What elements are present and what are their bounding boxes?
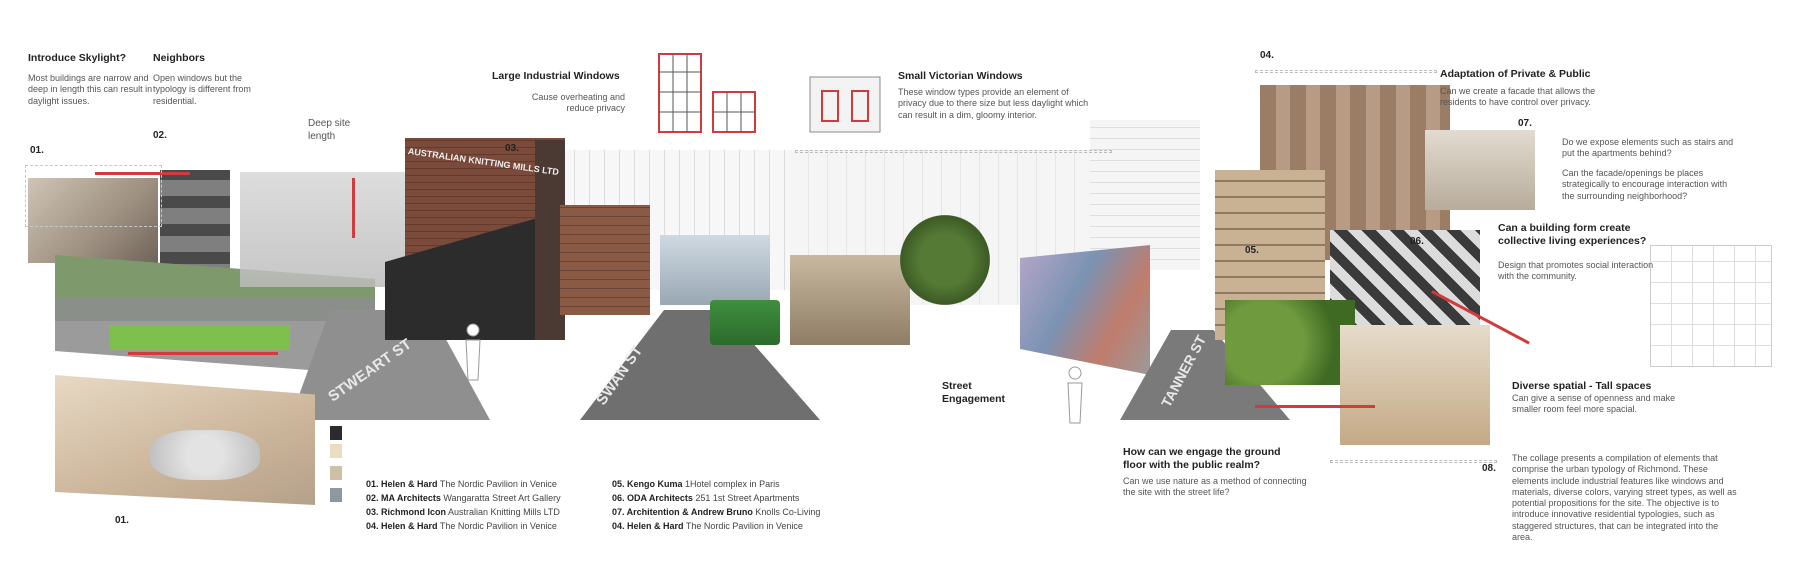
- brick-block: [560, 205, 650, 315]
- credit-item: 01. Helen & Hard The Nordic Pavilion in …: [366, 479, 557, 489]
- pedestrian-silhouette-1: [465, 323, 481, 381]
- summary-body: The collage presents a compilation of el…: [1512, 453, 1737, 542]
- number-02: 02.: [153, 130, 167, 141]
- victorian-heading: Small Victorian Windows: [898, 70, 1023, 82]
- guide-frame-1: [25, 165, 162, 227]
- credit-item: 06. ODA Architects 251 1st Street Apartm…: [612, 492, 800, 503]
- garden-greenery: [1225, 300, 1355, 385]
- guide-frame-3: [1255, 70, 1437, 73]
- tall-space-interior: [1340, 325, 1490, 445]
- diverse-heading: Diverse spatial - Tall spaces: [1512, 380, 1652, 392]
- color-swatch-2: [330, 444, 342, 458]
- tram: [710, 300, 780, 345]
- pedestrian-silhouette-2: [1067, 366, 1083, 424]
- collective-body: Design that promotes social interaction …: [1498, 260, 1654, 282]
- adaptation-heading: Adaptation of Private & Public: [1440, 68, 1591, 80]
- expose-body-2: Can the facade/openings be places strate…: [1562, 168, 1728, 201]
- skylight-body: Most buildings are narrow and deep in le…: [28, 73, 153, 106]
- diverse-body: Can give a sense of openness and make sm…: [1512, 393, 1676, 415]
- credits-left: 01. Helen & Hard The Nordic Pavilion in …: [366, 478, 561, 534]
- adaptation-body: Can we create a facade that allows the r…: [1440, 86, 1596, 108]
- deep-site-heading: Deep site length: [308, 118, 351, 142]
- red-outline-3: [352, 178, 355, 238]
- color-swatch-4: [330, 488, 342, 502]
- city-skyline: [660, 235, 770, 305]
- expose-body-1: Do we expose elements such as stairs and…: [1562, 137, 1734, 159]
- guide-frame-4: [1330, 460, 1497, 463]
- street-tree: [900, 215, 990, 305]
- credit-item: 04. Helen & Hard The Nordic Pavilion in …: [366, 520, 557, 531]
- number-01: 01.: [30, 145, 44, 156]
- ground-floor-heading: How can we engage the ground floor with …: [1123, 446, 1281, 472]
- floorplan-sketch: [1650, 245, 1772, 367]
- victorian-window-diagram: [809, 76, 881, 133]
- red-outline-5: [1255, 405, 1375, 408]
- number-03: 03.: [505, 143, 519, 154]
- industrial-window-diagram: [658, 53, 756, 133]
- number-04: 04.: [1260, 50, 1274, 61]
- victorian-body: These window types provide an element of…: [898, 87, 1089, 120]
- number-07: 07.: [1518, 118, 1532, 129]
- interior-skylight-photo: [28, 178, 158, 263]
- graffiti-wall: [1020, 245, 1150, 375]
- right-sketch-tower: [1090, 120, 1200, 270]
- credits-right: 05. Kengo Kuma 1Hotel complex in Paris 0…: [612, 478, 820, 534]
- industrial-heading: Large Industrial Windows: [492, 70, 620, 82]
- color-swatch-1: [330, 426, 342, 440]
- industrial-body: Cause overheating and reduce privacy: [531, 92, 625, 114]
- deep-site-photo: [240, 172, 410, 287]
- credit-item: 05. Kengo Kuma 1Hotel complex in Paris: [612, 479, 780, 489]
- victorian-shops-photo: [790, 255, 910, 345]
- number-06: 06.: [1410, 236, 1424, 247]
- street-engagement-label: Street Engagement: [942, 380, 1006, 406]
- color-swatch-3: [330, 466, 342, 480]
- credit-item: 04. Helen & Hard The Nordic Pavilion in …: [612, 520, 803, 531]
- red-outline-2: [128, 352, 278, 355]
- credit-item: 07. Architention & Andrew Bruno Knolls C…: [612, 506, 821, 517]
- guide-frame-2: [795, 150, 1112, 153]
- coliving-interior-photo: [1425, 130, 1535, 210]
- number-05: 05.: [1245, 245, 1259, 256]
- ground-floor-body: Can we use nature as a method of connect…: [1123, 476, 1307, 498]
- number-01-bottom: 01.: [115, 515, 129, 526]
- oda-apartments-photo: [1330, 230, 1480, 340]
- credit-item: 03. Richmond Icon Australian Knitting Mi…: [366, 506, 560, 517]
- collective-heading: Can a building form create collective li…: [1498, 222, 1647, 248]
- red-outline-1: [95, 172, 190, 175]
- neighbors-heading: Neighbors: [153, 52, 205, 64]
- pebble-courtyard: [150, 430, 260, 480]
- credit-item: 02. MA Architects Wangaratta Street Art …: [366, 492, 561, 503]
- number-08: 08.: [1482, 463, 1496, 474]
- neighbors-body: Open windows but the typology is differe…: [153, 73, 251, 106]
- skylight-heading: Introduce Skylight?: [28, 52, 127, 64]
- green-lawn: [110, 325, 290, 350]
